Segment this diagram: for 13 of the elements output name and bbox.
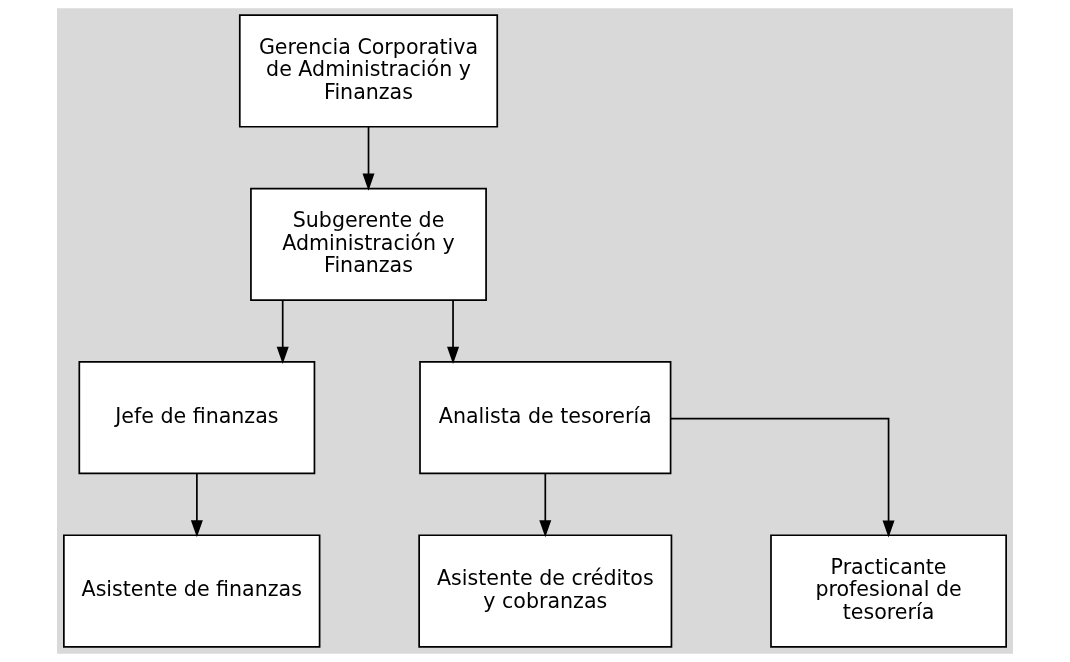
node-box: Practicante profesional de tesorería bbox=[770, 534, 1007, 648]
arrow bbox=[539, 472, 552, 538]
arrow bbox=[276, 299, 289, 364]
node-box: Jefe de finanzas bbox=[78, 361, 316, 475]
arrow bbox=[362, 125, 375, 191]
node-box: Asistente de finanzas bbox=[63, 534, 321, 648]
arrow bbox=[447, 299, 460, 364]
node-box: Asistente de créditos y cobranzas bbox=[418, 534, 673, 648]
arrow bbox=[669, 417, 895, 538]
node-box: Analista de tesorería bbox=[419, 361, 672, 475]
node-box: Gerencia Corporativa de Administración y Finanzas bbox=[238, 14, 499, 128]
arrow bbox=[190, 472, 203, 538]
node-box: Subgerente de Administración y Finanzas bbox=[250, 187, 487, 301]
